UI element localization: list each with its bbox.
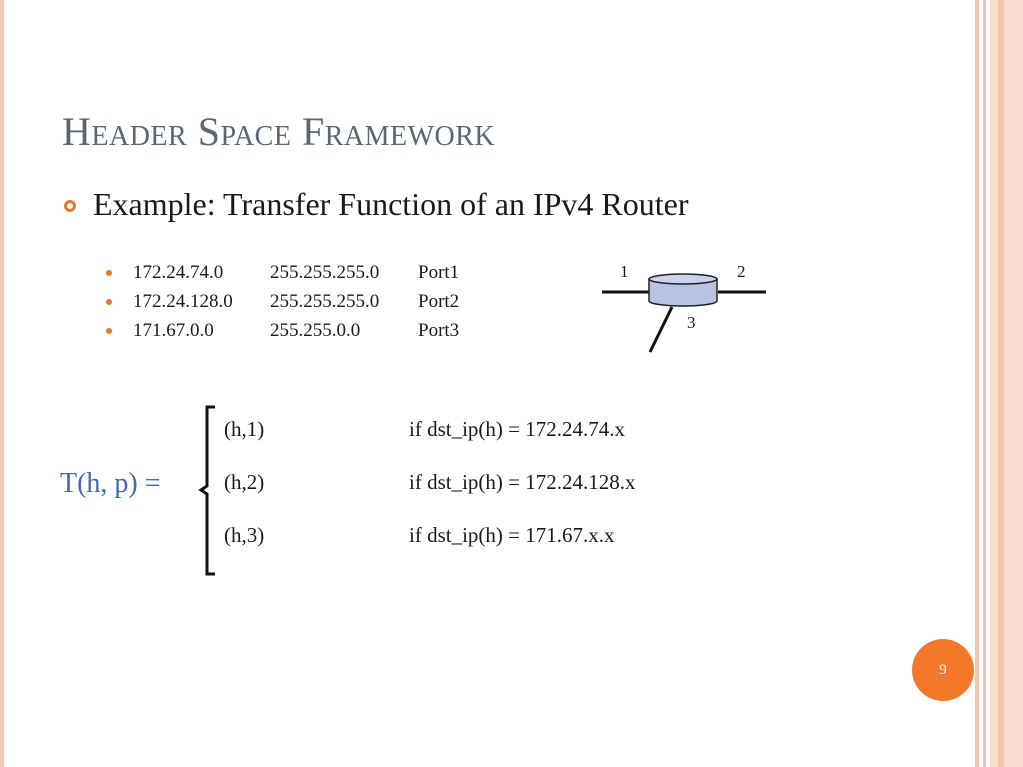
right-border-stripe [998, 0, 1004, 767]
bullet-dot-icon [106, 299, 112, 305]
router-icon [648, 273, 718, 307]
port-label-2: 2 [737, 262, 746, 281]
slide-title: Header Space Framework [62, 109, 496, 154]
port-3-link [648, 306, 674, 353]
bullet-dot-icon [106, 270, 112, 276]
page-number-badge: 9 [912, 639, 974, 701]
function-label: T(h, p) = [60, 468, 161, 499]
right-border-band [990, 0, 1023, 767]
right-border-stripe [975, 0, 979, 767]
left-border-stripe [0, 0, 4, 767]
left-brace-icon [198, 405, 215, 576]
route-prefix: 172.24.74.0 [133, 262, 224, 283]
case-output: (h,3) [224, 523, 265, 547]
case-condition: if dst_ip(h) = 172.24.74.x [409, 417, 625, 441]
page-number: 9 [939, 661, 947, 678]
route-port: Port2 [418, 291, 460, 312]
port-label-3: 3 [687, 313, 696, 332]
case-output: (h,2) [224, 470, 265, 494]
route-port: Port1 [418, 262, 460, 283]
case-condition: if dst_ip(h) = 171.67.x.x [409, 523, 615, 547]
case-output: (h,1) [224, 417, 265, 441]
case-condition: if dst_ip(h) = 172.24.128.x [409, 470, 636, 494]
right-border-stripe [983, 0, 986, 767]
port-label-1: 1 [620, 262, 629, 281]
route-prefix: 171.67.0.0 [133, 320, 214, 341]
router-diagram [602, 273, 766, 353]
route-mask: 255.255.0.0 [270, 320, 361, 341]
route-prefix: 172.24.128.0 [133, 291, 233, 312]
main-bullet-text: Example: Transfer Function of an IPv4 Ro… [93, 186, 689, 222]
bullet-dot-icon [106, 328, 112, 334]
route-port: Port3 [418, 320, 460, 341]
route-mask: 255.255.255.0 [270, 262, 380, 283]
route-mask: 255.255.255.0 [270, 291, 380, 312]
bullet-circle-icon [64, 200, 76, 212]
